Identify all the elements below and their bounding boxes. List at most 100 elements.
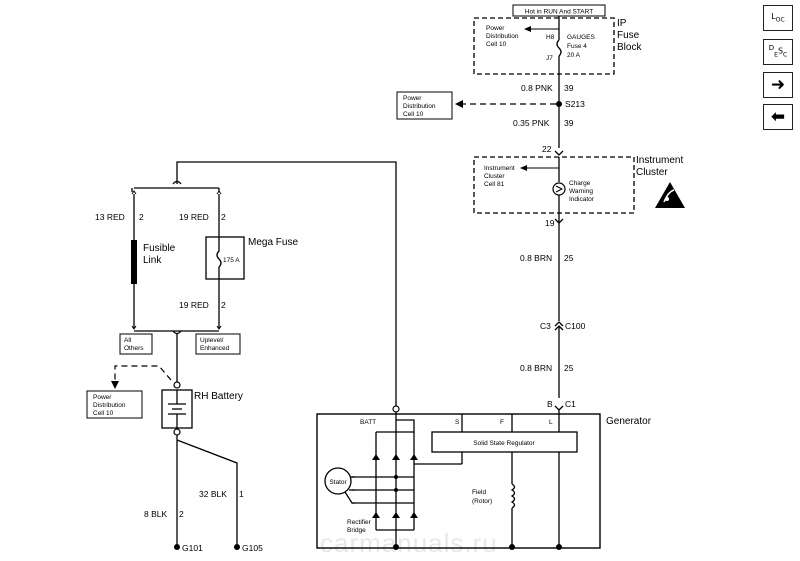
generator-f-label: F: [500, 419, 504, 426]
pdc-top-label-3: Cell 10: [486, 41, 507, 48]
fusible-link-label-2: Link: [143, 255, 162, 266]
wire-8-blk-circuit: 2: [179, 509, 184, 519]
option-all-others: [119, 333, 153, 355]
regulator-label: Solid State Regulator: [473, 440, 535, 447]
pdc-battery-box: [86, 390, 143, 419]
connector-c100-label: C100: [565, 321, 586, 331]
generator-label: Generator: [606, 416, 652, 427]
wire-035-pnk-circuit: 39: [564, 118, 574, 128]
connector-c100-icon: [554, 321, 564, 327]
wire-32-blk: 32 BLK: [199, 489, 227, 499]
splice-s213: [556, 101, 562, 107]
generator-s-label: S: [455, 419, 460, 426]
pin-h8: H8: [546, 34, 555, 41]
mega-fuse-rating: 175 A: [223, 257, 240, 264]
indicator-label-2: Warning: [569, 188, 593, 195]
indicator-label-1: Charge: [569, 180, 591, 187]
pdc-left-label-1: Power: [403, 95, 422, 102]
instrument-cluster-label-1: Instrument: [636, 155, 683, 166]
cluster-pin-22: 22: [542, 144, 552, 154]
solid-state-regulator: [431, 431, 578, 453]
pin-j7: J7: [546, 55, 553, 62]
pdc-battery-label-2: Distribution: [93, 402, 126, 409]
ip-fuse-block: [473, 17, 615, 75]
generator-l-label: L: [549, 419, 553, 426]
pdc-top-label-2: Distribution: [486, 33, 519, 40]
fusible-link-icon: [131, 240, 137, 284]
instrument-cluster-label-2: Cluster: [636, 167, 668, 178]
pdc-top-label-1: Power: [486, 25, 505, 32]
ground-g105-label: G105: [242, 543, 263, 553]
desc-icon: DESC: [768, 44, 788, 59]
esd-warning-icon: [655, 182, 685, 208]
ground-g101-icon: [174, 544, 180, 550]
desc-button[interactable]: DESC: [763, 39, 793, 65]
hot-in-run-label: Hot in RUN And START: [525, 9, 593, 16]
fuse-icon: [556, 39, 562, 57]
wire-13-red: 13 RED: [95, 212, 125, 222]
stator-label: Stator: [329, 479, 347, 486]
pdc-left-label-3: Cell 10: [403, 111, 424, 118]
pdc-left-label-2: Distribution: [403, 103, 436, 110]
cluster-pin-19: 19: [545, 218, 555, 228]
mega-fuse-box: [205, 236, 245, 280]
back-button[interactable]: ⬅: [763, 104, 793, 130]
pdc-battery-label-3: Cell 10: [93, 410, 114, 417]
connector-c1-icon: [554, 405, 564, 411]
pdc-battery-label-1: Power: [93, 394, 112, 401]
connector-c3-label: C3: [540, 321, 551, 331]
instrument-cluster: [473, 156, 635, 214]
field-label-2: (Rotor): [472, 498, 492, 505]
wire-19-red-a: 19 RED: [179, 212, 209, 222]
cluster-cell-label-1: Instrument: [484, 165, 515, 172]
arrow-down-icon: [111, 381, 119, 389]
arrow-left-icon: [524, 26, 531, 32]
wire-19-red-b-circuit: 2: [221, 300, 226, 310]
arrow-left-icon: [455, 100, 463, 108]
wire-08-pnk: 0.8 PNK: [521, 83, 553, 93]
generator-batt-label: BATT: [360, 419, 376, 426]
wire-19-red-b: 19 RED: [179, 300, 209, 310]
cluster-cell-label-3: Cell 81: [484, 181, 505, 188]
connector-b-label: B: [547, 399, 553, 409]
mega-fuse-label: Mega Fuse: [248, 237, 298, 248]
arrow-left-icon: ⬅: [770, 106, 786, 127]
wire-32-blk-circuit: 1: [239, 489, 244, 499]
splice-s213-label: S213: [565, 99, 585, 109]
wire-08-brn-1: 0.8 BRN: [520, 253, 552, 263]
generator-box: [316, 413, 601, 549]
charge-warning-indicator-icon: [552, 182, 566, 196]
ground-g101-label: G101: [182, 543, 203, 553]
rectifier-bridge-icon: [352, 432, 463, 547]
fuse-gauges-label: GAUGES: [567, 34, 595, 41]
fuse-number-label: Fuse 4: [567, 43, 587, 50]
forward-button[interactable]: ➜: [763, 72, 793, 98]
mega-fuse-icon: [216, 237, 222, 279]
option-uplevel-label-2: Enhanced: [200, 345, 230, 352]
connector-c1-label: C1: [565, 399, 576, 409]
wire-035-pnk: 0.35 PNK: [513, 118, 550, 128]
indicator-label-3: Indicator: [569, 196, 595, 203]
connector-22-icon: [554, 150, 564, 156]
wire-08-brn-2-circuit: 25: [564, 363, 574, 373]
wire-08-brn-1-circuit: 25: [564, 253, 574, 263]
loc-button[interactable]: LOC: [763, 5, 793, 31]
stator-icon: [324, 467, 352, 495]
loc-icon: LOC: [771, 11, 785, 24]
wire-08-pnk-circuit: 39: [564, 83, 574, 93]
option-uplevel-label-1: Uplevel/: [200, 337, 224, 344]
cluster-cell-label-2: Cluster: [484, 173, 505, 180]
option-all-label-2: Others: [124, 345, 144, 352]
arrow-left-icon: [520, 165, 527, 171]
field-rotor-icon: [510, 483, 516, 509]
wire-8-blk: 8 BLK: [144, 509, 167, 519]
fusible-link-label-1: Fusible: [143, 243, 176, 254]
ip-fuse-block-label-3: Block: [617, 42, 642, 53]
wire-08-brn-2: 0.8 BRN: [520, 363, 552, 373]
ground-g105-icon: [234, 544, 240, 550]
ip-fuse-block-label-2: Fuse: [617, 30, 640, 41]
rh-battery-label: RH Battery: [194, 391, 243, 402]
ip-fuse-block-label-1: IP: [617, 18, 627, 29]
option-uplevel: [195, 333, 241, 355]
